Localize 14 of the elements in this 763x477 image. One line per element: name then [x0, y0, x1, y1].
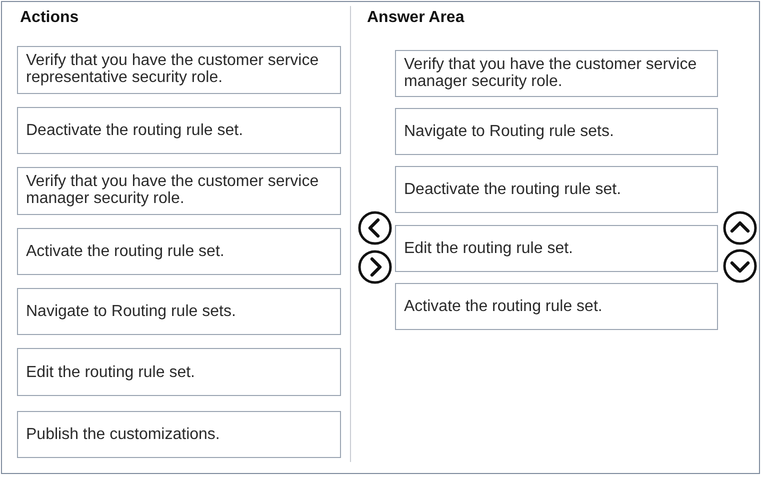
section-heading: Answer Area [367, 9, 464, 27]
answer-item: Verify that you have the customer service manager security role. [395, 50, 718, 97]
action-item: Verify that you have the customer service manager security role. [17, 167, 341, 215]
answer-item: Activate the routing rule set. [395, 283, 718, 330]
section-heading: Actions [20, 9, 79, 27]
action-item: Publish the customizations. [17, 411, 341, 458]
action-item: Verify that you have the customer service representative security role. [17, 46, 341, 94]
action-item: Deactivate the routing rule set. [17, 107, 341, 154]
action-item: Activate the routing rule set. [17, 228, 341, 275]
action-item: Navigate to Routing rule sets. [17, 288, 341, 335]
action-item: Edit the routing rule set. [17, 348, 341, 396]
answer-item: Navigate to Routing rule sets. [395, 108, 718, 155]
answer-item: Edit the routing rule set. [395, 225, 718, 272]
answer-item: Deactivate the routing rule set. [395, 166, 718, 213]
